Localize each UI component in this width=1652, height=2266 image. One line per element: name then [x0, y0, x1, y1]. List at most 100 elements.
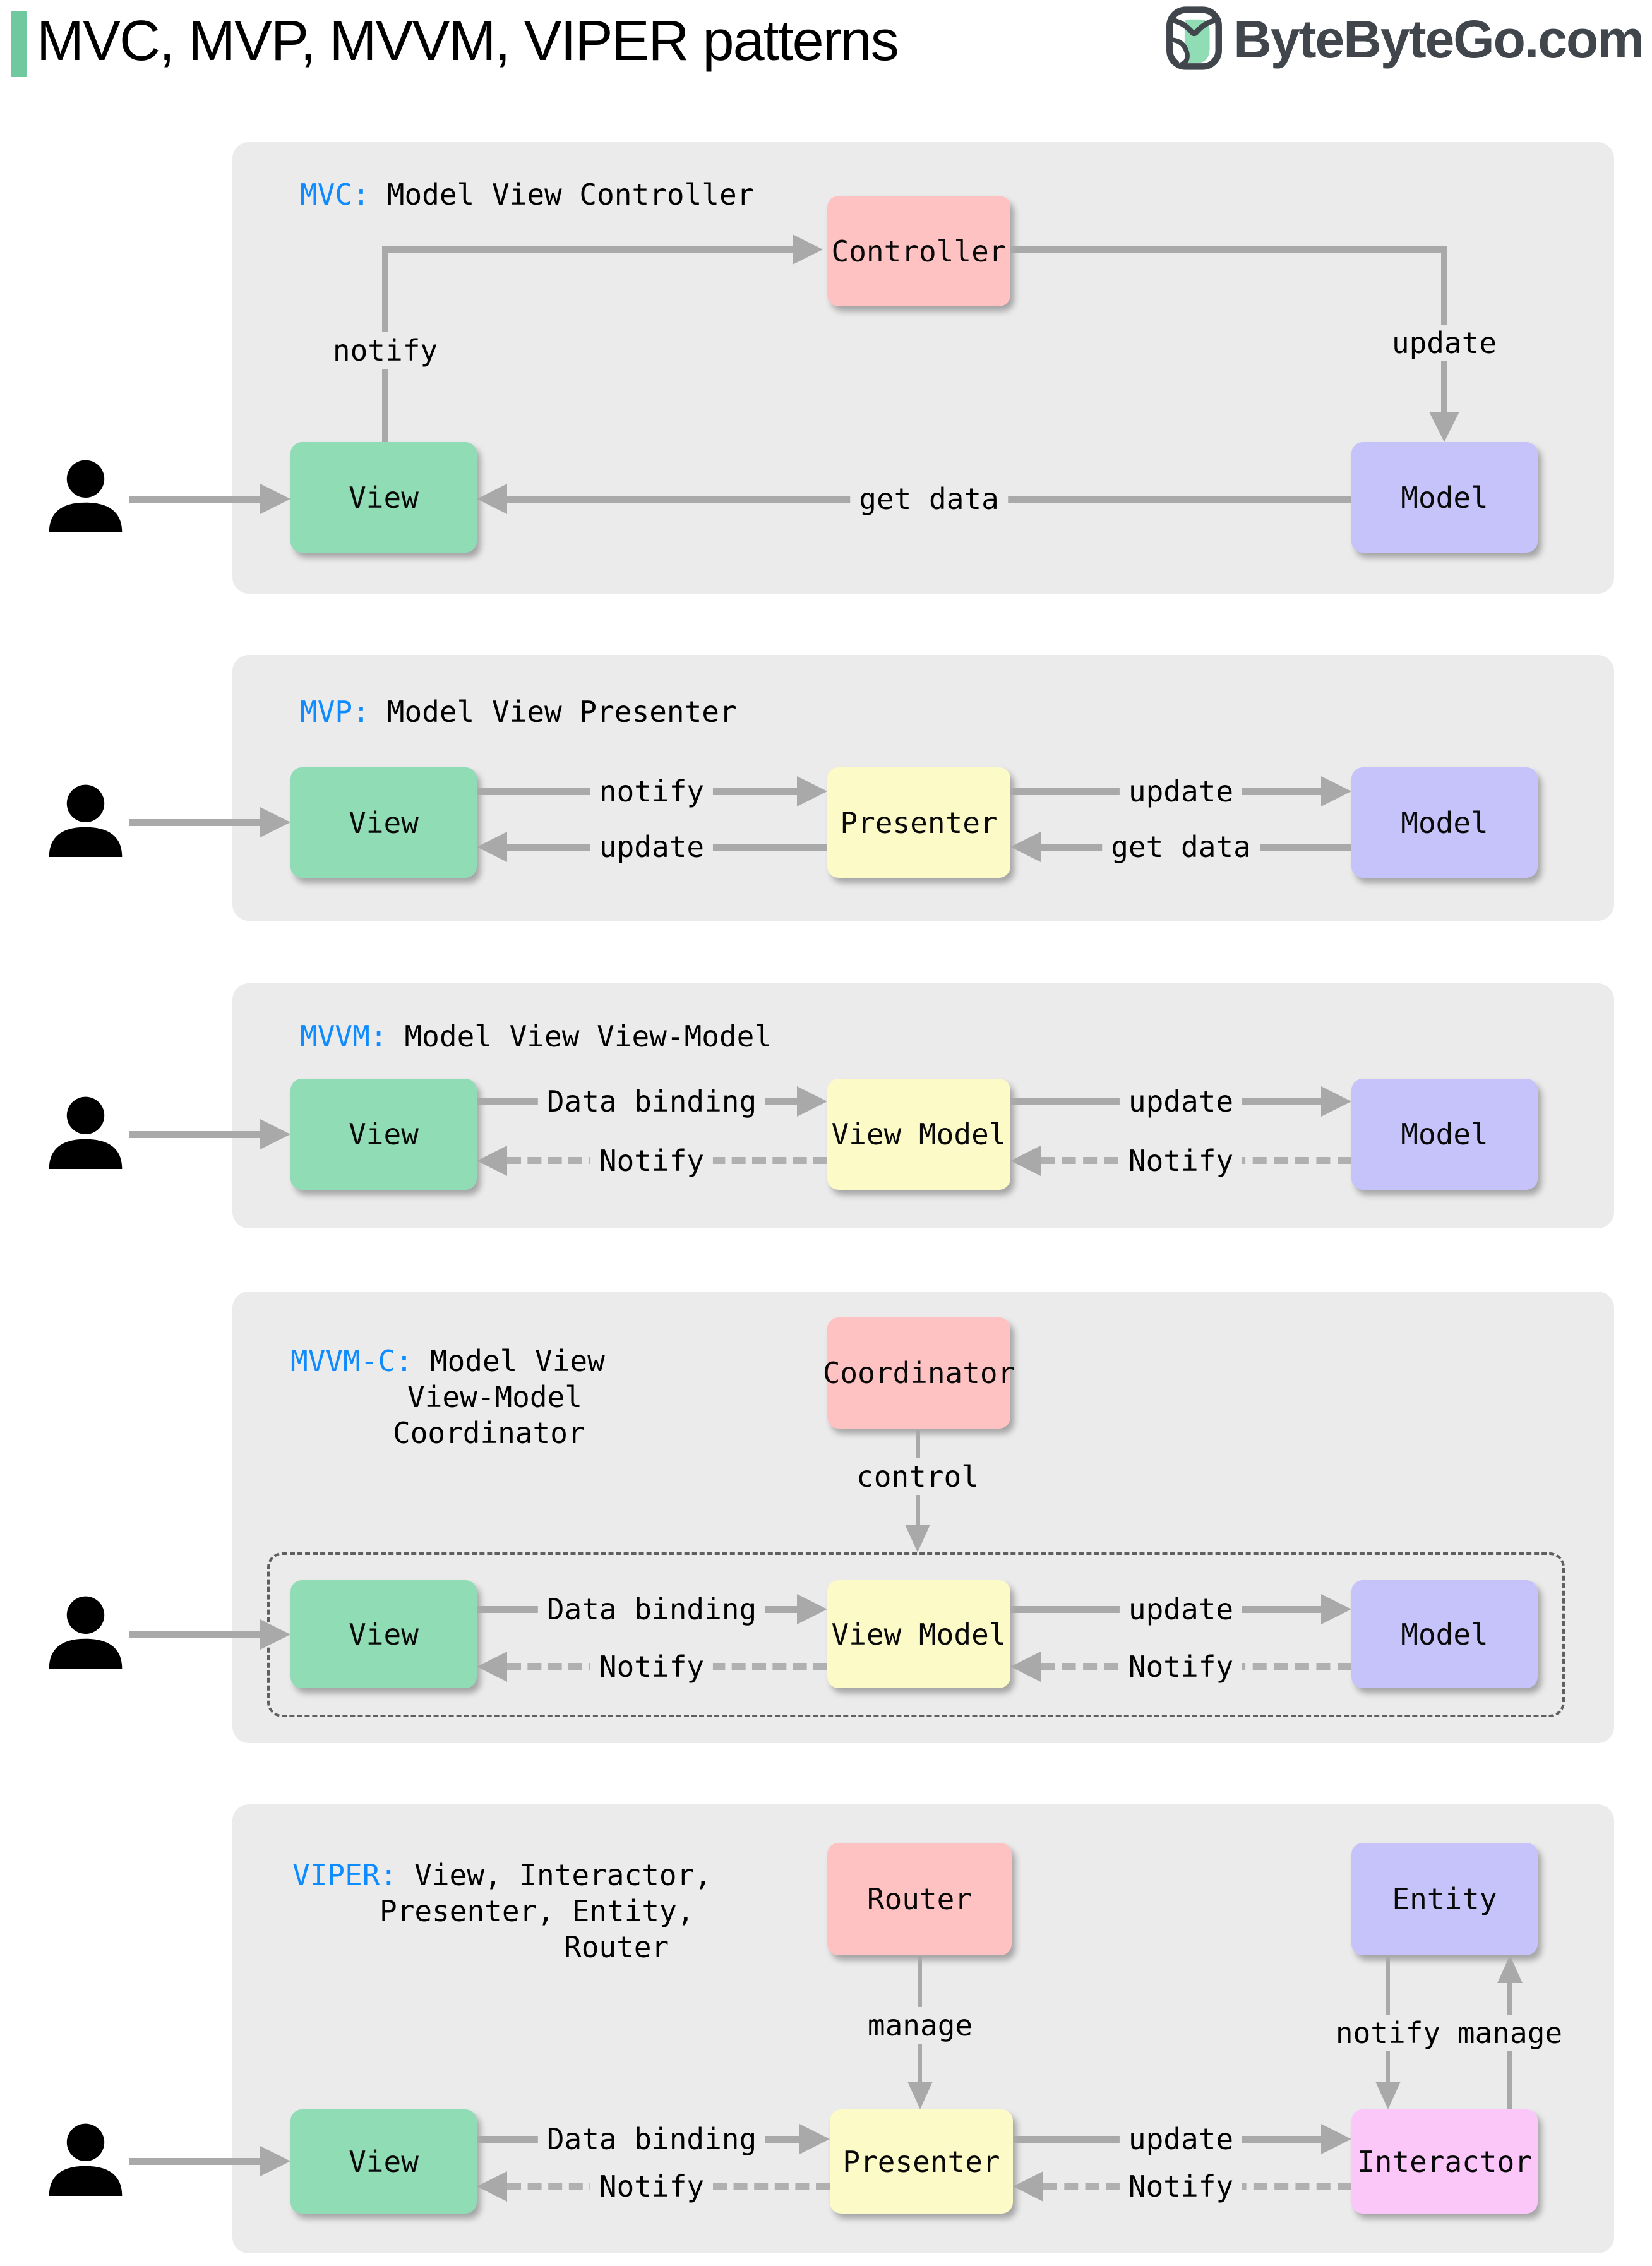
- box-coordinator-label: Coordinator: [822, 1356, 1015, 1390]
- panel-mvp-title: MVP:Model View Presenter: [300, 694, 737, 730]
- panel-mvc-abbr: MVC:: [300, 177, 370, 212]
- arrow-label-notify-view: Notify: [590, 2168, 714, 2205]
- arrow-label-notify-view: Notify: [590, 1142, 714, 1179]
- arrow-head-control: [905, 1525, 930, 1552]
- box-view: View: [290, 1580, 477, 1688]
- box-router: Router: [827, 1843, 1012, 1955]
- arrow-head-into-model: [1321, 776, 1351, 806]
- arrow-label-notify-view: Notify: [590, 1648, 714, 1685]
- arrow-label-update-model: update: [1119, 773, 1243, 810]
- box-entity: Entity: [1351, 1843, 1538, 1955]
- box-model-label: Model: [1401, 1117, 1488, 1151]
- arrow-label-manage-router: manage: [858, 2007, 982, 2044]
- bytebytego-owl-icon: [1164, 5, 1224, 73]
- user-arrow-head: [260, 1119, 290, 1149]
- user-arrow-head: [260, 484, 290, 514]
- box-model: Model: [1351, 1079, 1538, 1190]
- box-presenter: Presenter: [830, 2109, 1013, 2214]
- panel-mvvm: MVVM: Model View View-Model View View Mod…: [232, 983, 1614, 1228]
- arrow-head-into-view: [477, 1652, 507, 1682]
- arrow-head-into-presenter-back: [1010, 832, 1041, 862]
- panel-mvp-title-text: Model View Presenter: [386, 695, 737, 729]
- panel-viper-title-line2: Presenter, Entity,: [380, 1894, 695, 1928]
- box-view: View: [290, 767, 477, 878]
- arrow-head-into-presenter-top: [907, 2082, 933, 2109]
- box-coordinator: Coordinator: [823, 1317, 1015, 1429]
- arrow-label-update: update: [1119, 1591, 1243, 1628]
- arrow-head-into-view: [477, 2171, 507, 2202]
- panel-mvvm-title: MVVM: Model View View-Model: [300, 1019, 772, 1055]
- arrow-head-into-view: [477, 1146, 507, 1176]
- arrow-head-into-view-model-back: [1010, 1652, 1041, 1682]
- box-view-model-label: View Model: [831, 1617, 1007, 1652]
- arrow-label-update-view: update: [590, 829, 714, 865]
- box-interactor-label: Interactor: [1357, 2144, 1532, 2179]
- arrow-label-control: control: [847, 1458, 988, 1495]
- panel-viper-abbr: VIPER:: [292, 1858, 398, 1892]
- arrow-head-into-view: [477, 832, 507, 862]
- arrow-line-notify-horizontal: [382, 246, 793, 253]
- arrow-label-notify: notify: [590, 773, 714, 810]
- box-interactor: Interactor: [1351, 2109, 1538, 2214]
- box-controller-label: Controller: [831, 234, 1007, 268]
- arrow-head-into-interactor: [1321, 2124, 1351, 2154]
- arrow-label-data-binding: Data binding: [537, 1591, 766, 1628]
- panel-mvvm-c-title-line1: MVVM-C:Model View: [290, 1343, 605, 1379]
- user-arrow-head: [260, 1619, 290, 1650]
- panel-mvvm-title-text: Model View View-Model: [404, 1019, 772, 1053]
- person-icon: [43, 456, 128, 539]
- arrow-head-into-view-model-back: [1010, 1146, 1041, 1176]
- person-icon: [43, 1093, 128, 1176]
- arrow-label-notify-vm: Notify: [1119, 1142, 1243, 1179]
- panel-mvvm-c-title-text1: Model View: [429, 1344, 605, 1378]
- panel-viper-title-line1: VIPER: View, Interactor,: [292, 1857, 712, 1893]
- arrow-label-data-binding: Data binding: [537, 2121, 766, 2157]
- panel-mvc-title-text: Model View Controller: [386, 177, 755, 212]
- user-arrow-line: [129, 1631, 260, 1638]
- box-view-model: View Model: [827, 1079, 1010, 1190]
- box-view: View: [290, 442, 477, 553]
- panel-mvc: MVC: Model View Controller Controller Vie…: [232, 142, 1614, 594]
- arrow-head-into-model: [1321, 1594, 1351, 1624]
- arrow-head-into-presenter: [797, 776, 827, 806]
- box-view-model-label: View Model: [831, 1117, 1007, 1151]
- user-arrow-head: [260, 807, 290, 837]
- arrow-label-get-data: get data: [850, 481, 1008, 517]
- box-presenter-label: Presenter: [840, 805, 998, 840]
- arrow-line-update-horizontal: [1010, 246, 1444, 253]
- panel-mvvm-c-title-line3: Coordinator: [393, 1416, 585, 1450]
- box-controller: Controller: [827, 196, 1010, 306]
- panel-viper-title-text1: View, Interactor,: [414, 1858, 712, 1892]
- arrow-head-into-interactor-top: [1375, 2082, 1401, 2109]
- arrow-head-into-view-model: [797, 1594, 827, 1624]
- box-presenter-label: Presenter: [842, 2144, 1000, 2179]
- panel-mvp: MVP:Model View Presenter View Presenter …: [232, 655, 1614, 921]
- box-view-label: View: [349, 1617, 419, 1652]
- title-accent-bar: [11, 11, 27, 77]
- panel-mvc-title: MVC: Model View Controller: [300, 177, 754, 213]
- box-view-label: View: [349, 480, 419, 515]
- box-presenter: Presenter: [827, 767, 1010, 878]
- arrow-head-into-model: [1321, 1086, 1351, 1117]
- box-model: Model: [1351, 767, 1538, 878]
- box-model: Model: [1351, 442, 1538, 553]
- panel-viper: VIPER: View, Interactor, Presenter, Entit…: [232, 1804, 1614, 2253]
- arrow-label-update: update: [1382, 325, 1506, 361]
- arrow-head-into-entity-bottom: [1497, 1955, 1523, 1983]
- arrow-head-into-presenter: [799, 2124, 830, 2154]
- user-arrow-line: [129, 819, 260, 826]
- box-view-model: View Model: [827, 1580, 1010, 1688]
- arrow-label-notify-presenter: Notify: [1119, 2168, 1243, 2205]
- user-arrow-line: [129, 2158, 260, 2165]
- arrow-label-notify-entity: notify: [1326, 2015, 1450, 2051]
- panel-mvvm-abbr: MVVM:: [300, 1019, 388, 1053]
- box-view-label: View: [349, 2144, 419, 2179]
- box-model-label: Model: [1401, 805, 1488, 840]
- user-arrow-line: [129, 496, 260, 503]
- box-view: View: [290, 2109, 477, 2214]
- box-view-label: View: [349, 805, 419, 840]
- box-view-label: View: [349, 1117, 419, 1151]
- person-icon: [43, 781, 128, 864]
- bytebytego-logo: ByteByteGo.com: [1164, 5, 1644, 73]
